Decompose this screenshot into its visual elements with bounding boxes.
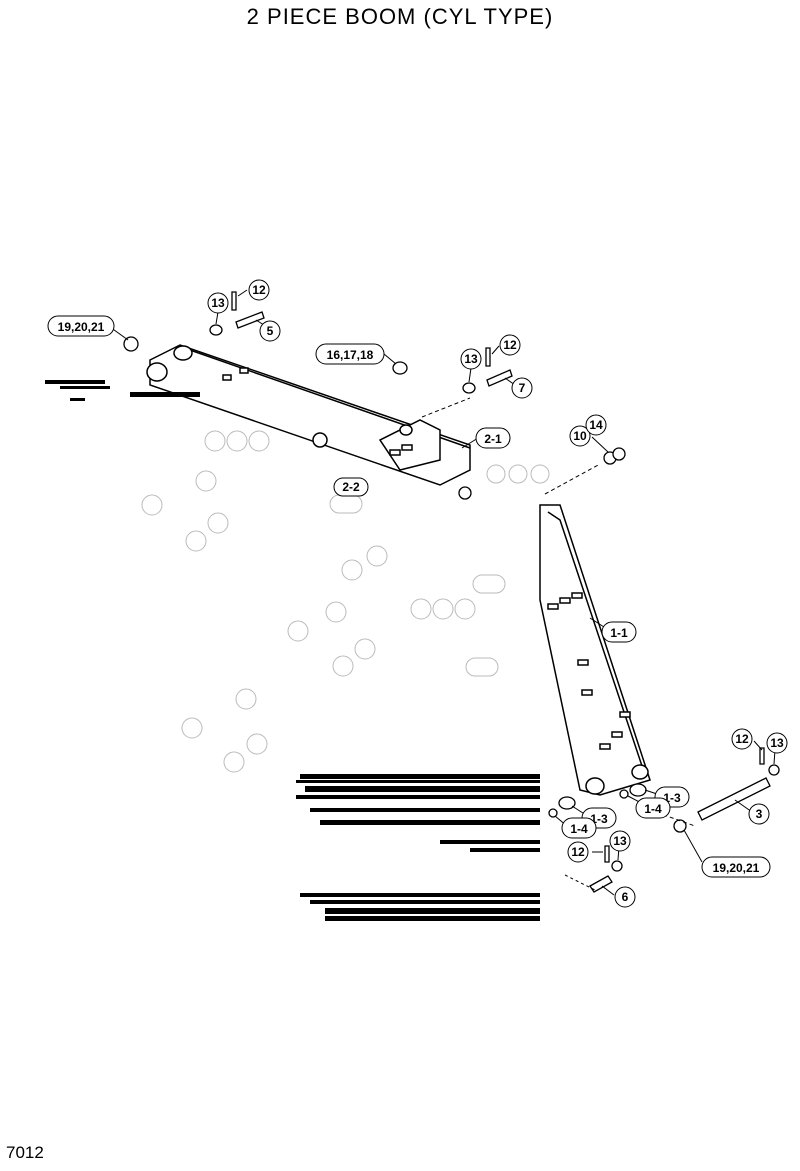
callout-12-d: 12 (567, 841, 589, 863)
boom-shadow-left (45, 380, 200, 401)
callout-1-4-a: 1-4 (635, 797, 671, 819)
svg-text:14: 14 (589, 418, 603, 432)
svg-text:12: 12 (735, 732, 749, 746)
callout-19-20-21-bottom: 19,20,21 (701, 856, 771, 878)
callout-13-a: 13 (207, 292, 229, 314)
svg-text:1-4: 1-4 (570, 822, 588, 836)
svg-text:13: 13 (211, 296, 225, 310)
callout-6: 6 (614, 886, 636, 908)
callout-2-2: 2-2 (333, 477, 369, 497)
callout-1-1: 1-1 (601, 621, 637, 643)
callouts: 19,20,21 13 12 5 16,17,18 13 12 7 (47, 279, 788, 908)
upper-boom (146, 344, 471, 486)
svg-text:2-1: 2-1 (484, 432, 502, 446)
svg-text:13: 13 (464, 352, 478, 366)
svg-text:2-2: 2-2 (342, 480, 360, 494)
svg-text:19,20,21: 19,20,21 (58, 320, 105, 334)
svg-text:16,17,18: 16,17,18 (327, 348, 374, 362)
callout-14: 14 (585, 414, 607, 436)
callout-12-a: 12 (248, 279, 270, 301)
scan-artifact-bars (296, 774, 540, 921)
callout-5: 5 (259, 320, 281, 342)
top-hardware (123, 291, 626, 500)
callout-1-4-b: 1-4 (561, 817, 597, 839)
svg-text:3: 3 (756, 807, 763, 821)
bottom-hardware (548, 747, 780, 893)
lower-boom (539, 504, 651, 796)
callout-7: 7 (511, 377, 533, 399)
svg-text:5: 5 (267, 324, 274, 338)
svg-text:13: 13 (613, 834, 627, 848)
svg-text:10: 10 (573, 429, 587, 443)
svg-text:12: 12 (252, 283, 266, 297)
callout-2-1: 2-1 (475, 427, 511, 449)
callout-12-b: 12 (499, 334, 521, 356)
callout-10: 10 (569, 425, 591, 447)
svg-text:13: 13 (770, 736, 784, 750)
callout-13-c: 13 (766, 732, 788, 754)
page-number: 7012 (6, 1143, 44, 1162)
svg-text:12: 12 (503, 338, 517, 352)
callout-16-17-18: 16,17,18 (315, 343, 385, 365)
svg-text:12: 12 (571, 845, 585, 859)
svg-text:1-4: 1-4 (644, 802, 662, 816)
svg-text:7: 7 (519, 381, 526, 395)
svg-text:19,20,21: 19,20,21 (713, 861, 760, 875)
faded-callout-ghosts (141, 430, 550, 773)
callout-13-b: 13 (460, 348, 482, 370)
page-title: 2 PIECE BOOM (CYL TYPE) (246, 4, 554, 29)
callout-3: 3 (748, 803, 770, 825)
svg-text:6: 6 (622, 890, 629, 904)
callout-13-d: 13 (609, 830, 631, 852)
svg-text:1-1: 1-1 (610, 626, 628, 640)
callout-12-c: 12 (731, 728, 753, 750)
callout-19-20-21-top: 19,20,21 (47, 315, 115, 337)
